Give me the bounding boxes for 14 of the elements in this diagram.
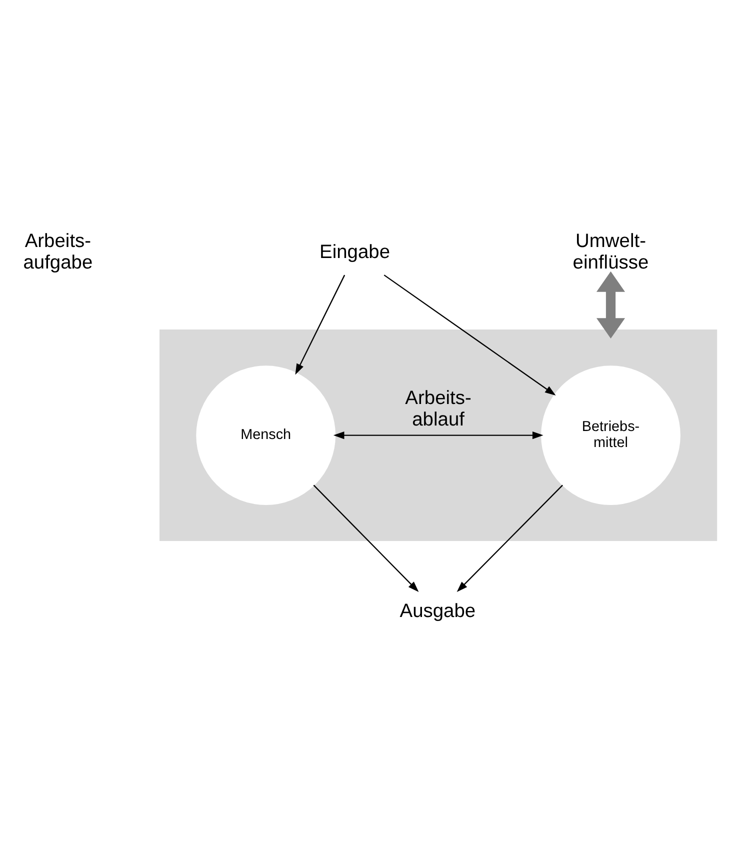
arrow — [456, 484, 563, 592]
edge-label: Arbeits- ablauf — [405, 387, 472, 430]
label: Arbeits- aufgabe — [23, 230, 93, 274]
node-text: Ausgabe — [400, 600, 476, 622]
arrow — [295, 274, 346, 374]
arrow — [384, 274, 556, 396]
node-circle: Betriebs- mittel — [541, 365, 680, 504]
node-text: Eingabe — [320, 241, 390, 262]
arrow — [333, 431, 544, 439]
arrow — [596, 270, 626, 338]
cluster — [160, 329, 718, 541]
arrow — [313, 484, 419, 592]
node-text: Umwelt- einflüsse — [572, 230, 649, 274]
node-circle: Mensch — [196, 365, 336, 504]
